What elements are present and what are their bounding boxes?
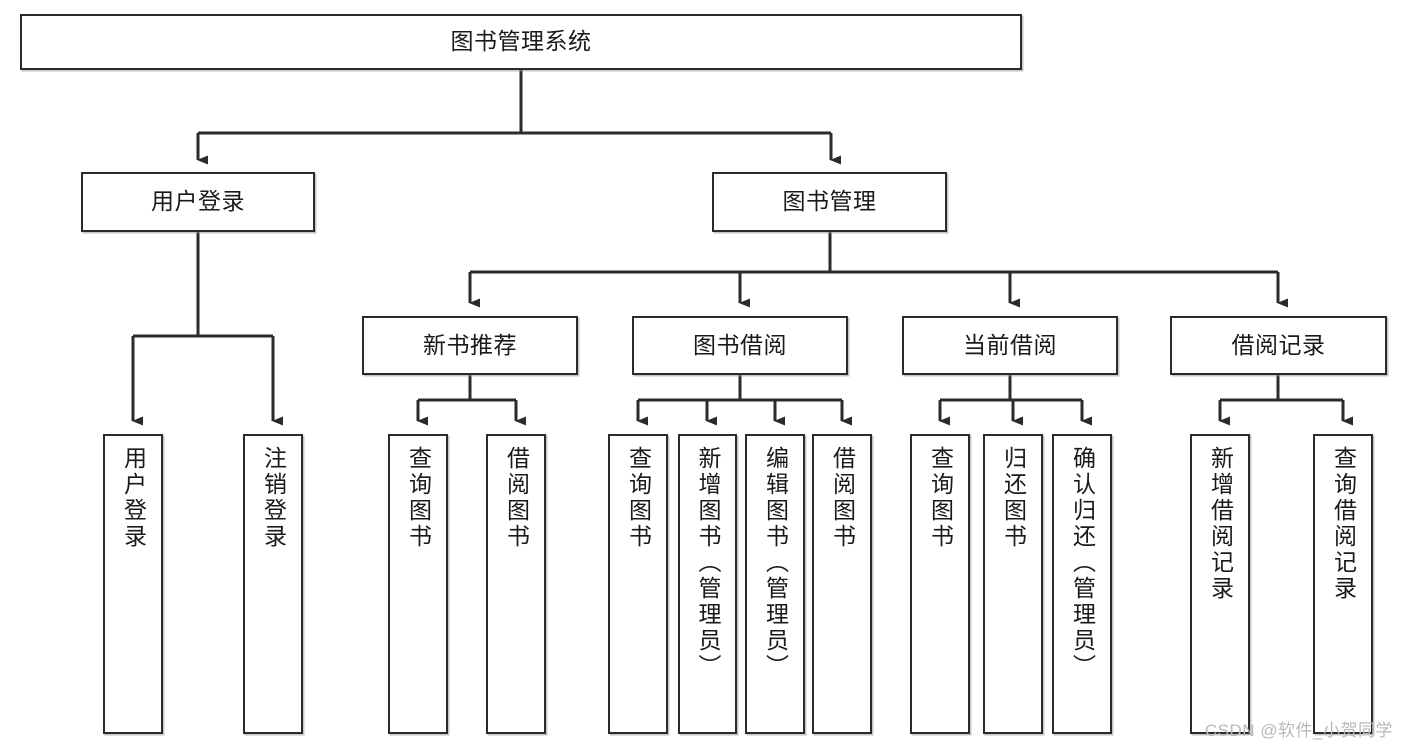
node-root-label: 图书管理系统 — [450, 28, 592, 55]
node-leaf-query-record-label: 查询借阅记录 — [1330, 446, 1357, 602]
node-leaf-return-book-label: 归还图书 — [1000, 446, 1027, 550]
node-leaf-return-book[interactable]: 归还图书 — [983, 434, 1043, 734]
node-new-book-rec-label: 新书推荐 — [423, 331, 517, 358]
watermark: CSDN @软件_小贺同学 — [1204, 721, 1393, 740]
node-book-manage-label: 图书管理 — [782, 188, 877, 215]
node-current-borrow-label: 当前借阅 — [963, 331, 1057, 358]
node-leaf-query-book-1[interactable]: 查询图书 — [388, 434, 448, 734]
node-leaf-query-book-2[interactable]: 查询图书 — [608, 434, 668, 734]
node-book-manage[interactable]: 图书管理 — [712, 172, 947, 232]
node-leaf-edit-book[interactable]: 编辑图书（管理员） — [745, 434, 805, 734]
node-root[interactable]: 图书管理系统 — [20, 14, 1022, 70]
node-leaf-edit-book-label: 编辑图书（管理员） — [762, 446, 789, 680]
node-leaf-query-book-2-label: 查询图书 — [625, 446, 652, 550]
node-leaf-borrow-book-1-label: 借阅图书 — [503, 446, 530, 550]
node-leaf-user-login[interactable]: 用户登录 — [103, 434, 163, 734]
node-borrow-record-label: 借阅记录 — [1231, 331, 1326, 358]
node-new-book-rec[interactable]: 新书推荐 — [362, 316, 578, 375]
node-book-borrow[interactable]: 图书借阅 — [632, 316, 848, 375]
node-leaf-query-record[interactable]: 查询借阅记录 — [1313, 434, 1373, 734]
node-leaf-confirm-return-label: 确认归还（管理员） — [1069, 446, 1096, 680]
node-leaf-add-book-label: 新增图书（管理员） — [695, 446, 721, 680]
node-leaf-query-book-3[interactable]: 查询图书 — [910, 434, 970, 734]
node-borrow-record[interactable]: 借阅记录 — [1170, 316, 1387, 375]
node-leaf-add-book[interactable]: 新增图书（管理员） — [678, 434, 737, 734]
node-leaf-borrow-book-2-label: 借阅图书 — [829, 446, 856, 550]
node-current-borrow[interactable]: 当前借阅 — [902, 316, 1118, 375]
node-leaf-query-book-3-label: 查询图书 — [927, 446, 954, 550]
node-leaf-add-record-label: 新增借阅记录 — [1207, 446, 1234, 602]
node-user-login[interactable]: 用户登录 — [81, 172, 315, 232]
node-leaf-query-book-1-label: 查询图书 — [405, 446, 432, 550]
node-leaf-logout-label: 注销登录 — [260, 446, 287, 550]
node-book-borrow-label: 图书借阅 — [693, 331, 787, 358]
node-leaf-borrow-book-1[interactable]: 借阅图书 — [486, 434, 546, 734]
node-leaf-user-login-label: 用户登录 — [120, 446, 147, 550]
node-leaf-borrow-book-2[interactable]: 借阅图书 — [812, 434, 872, 734]
node-leaf-confirm-return[interactable]: 确认归还（管理员） — [1052, 434, 1112, 734]
node-user-login-label: 用户登录 — [151, 188, 245, 215]
node-leaf-add-record[interactable]: 新增借阅记录 — [1190, 434, 1250, 734]
node-leaf-logout[interactable]: 注销登录 — [243, 434, 303, 734]
